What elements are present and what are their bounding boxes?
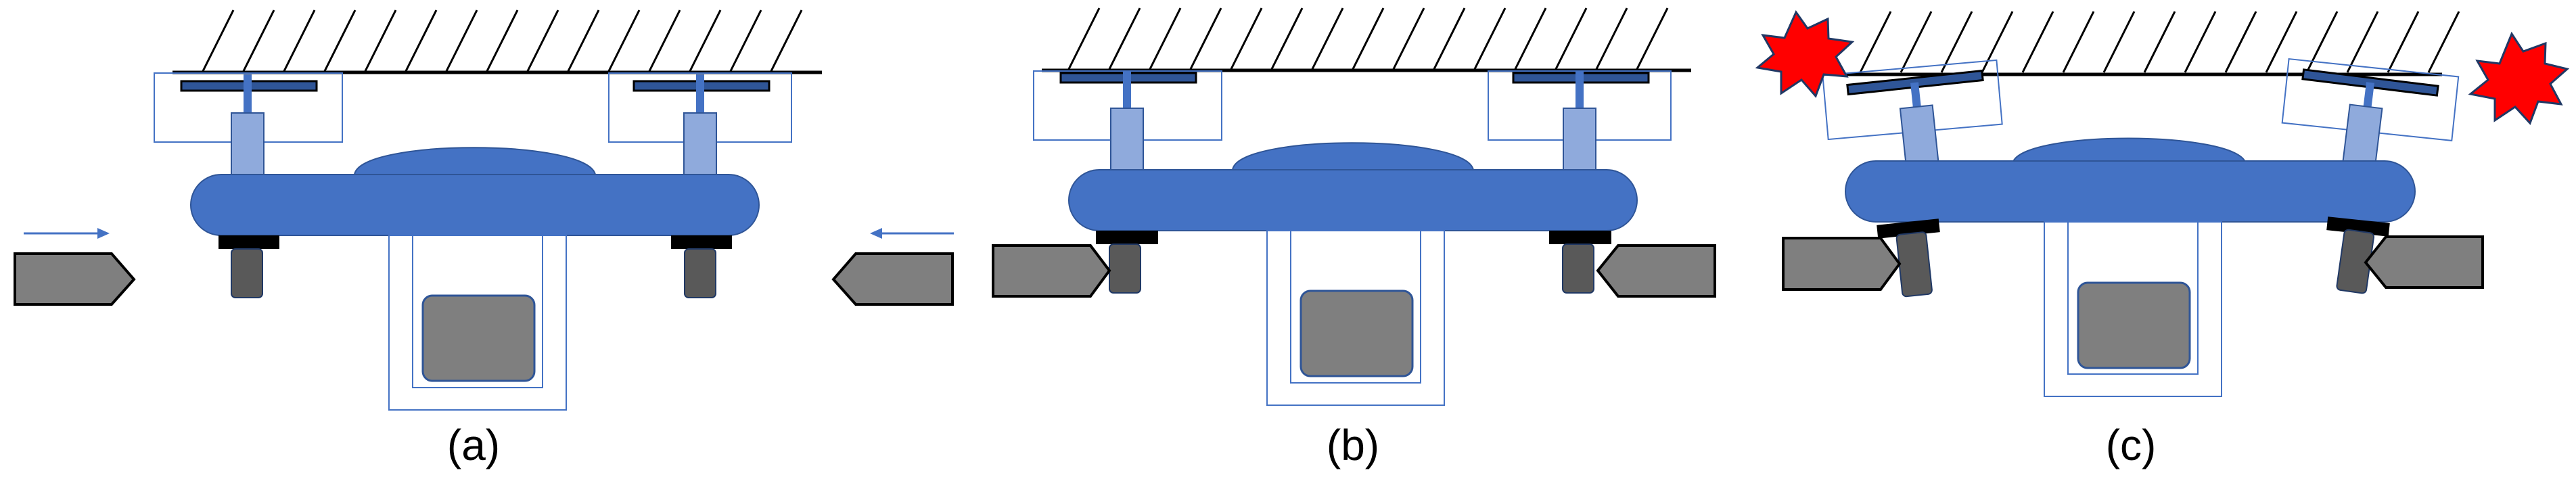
rotor-icon [632,74,770,177]
gripper-block-icon [831,252,954,306]
gripper-bar-left [1096,231,1158,244]
hatched-ceiling-icon [202,9,803,72]
gripper-bar-right [2326,216,2390,237]
rotor-icon [1846,69,1984,170]
payload-frame-inner [2067,221,2199,375]
landing-leg-icon [684,248,716,298]
arrow-icon [24,228,110,239]
panel-label-b: (b) [1327,421,1379,469]
landing-leg-icon [1109,244,1141,294]
drone-icon [190,147,760,236]
gripper-block-icon [992,244,1111,298]
payload-box-icon [1300,290,1414,377]
gripper-bar-right [671,235,732,249]
payload-box-icon [421,294,536,382]
gripper-bar-left [218,235,279,249]
arrow-icon [870,228,954,239]
panel-a: (a) [14,9,954,469]
gripper-block-icon [1782,237,1902,291]
gripper-block-icon [14,252,136,306]
landing-leg-icon [1895,231,1933,298]
hatched-ceiling-icon [1067,7,1669,70]
hatched-ceiling-icon [1859,11,2460,73]
rotor-icon [1059,70,1197,172]
gripper-block-icon [1596,244,1716,298]
gripper-block-icon [2364,235,2484,289]
payload-frame-inner [1290,230,1421,384]
payload-frame-inner [412,235,543,388]
collision-burst-icon [1755,9,1855,98]
rotor-icon [180,74,318,177]
drone-icon [1845,137,2416,223]
collision-burst-icon [2468,31,2570,125]
rotor-icon [2301,68,2439,170]
landing-leg-icon [1562,244,1594,294]
gripper-bar-right [1549,231,1611,244]
landing-leg-icon [231,248,263,298]
panel-label-a: (a) [447,421,500,469]
panel-c: (c) [1755,9,2570,469]
rotor-icon [1512,70,1650,172]
panel-b: (b) [992,7,1716,469]
panel-label-c: (c) [2106,421,2157,469]
payload-box-icon [2077,281,2191,369]
drone-icon [1068,142,1638,231]
